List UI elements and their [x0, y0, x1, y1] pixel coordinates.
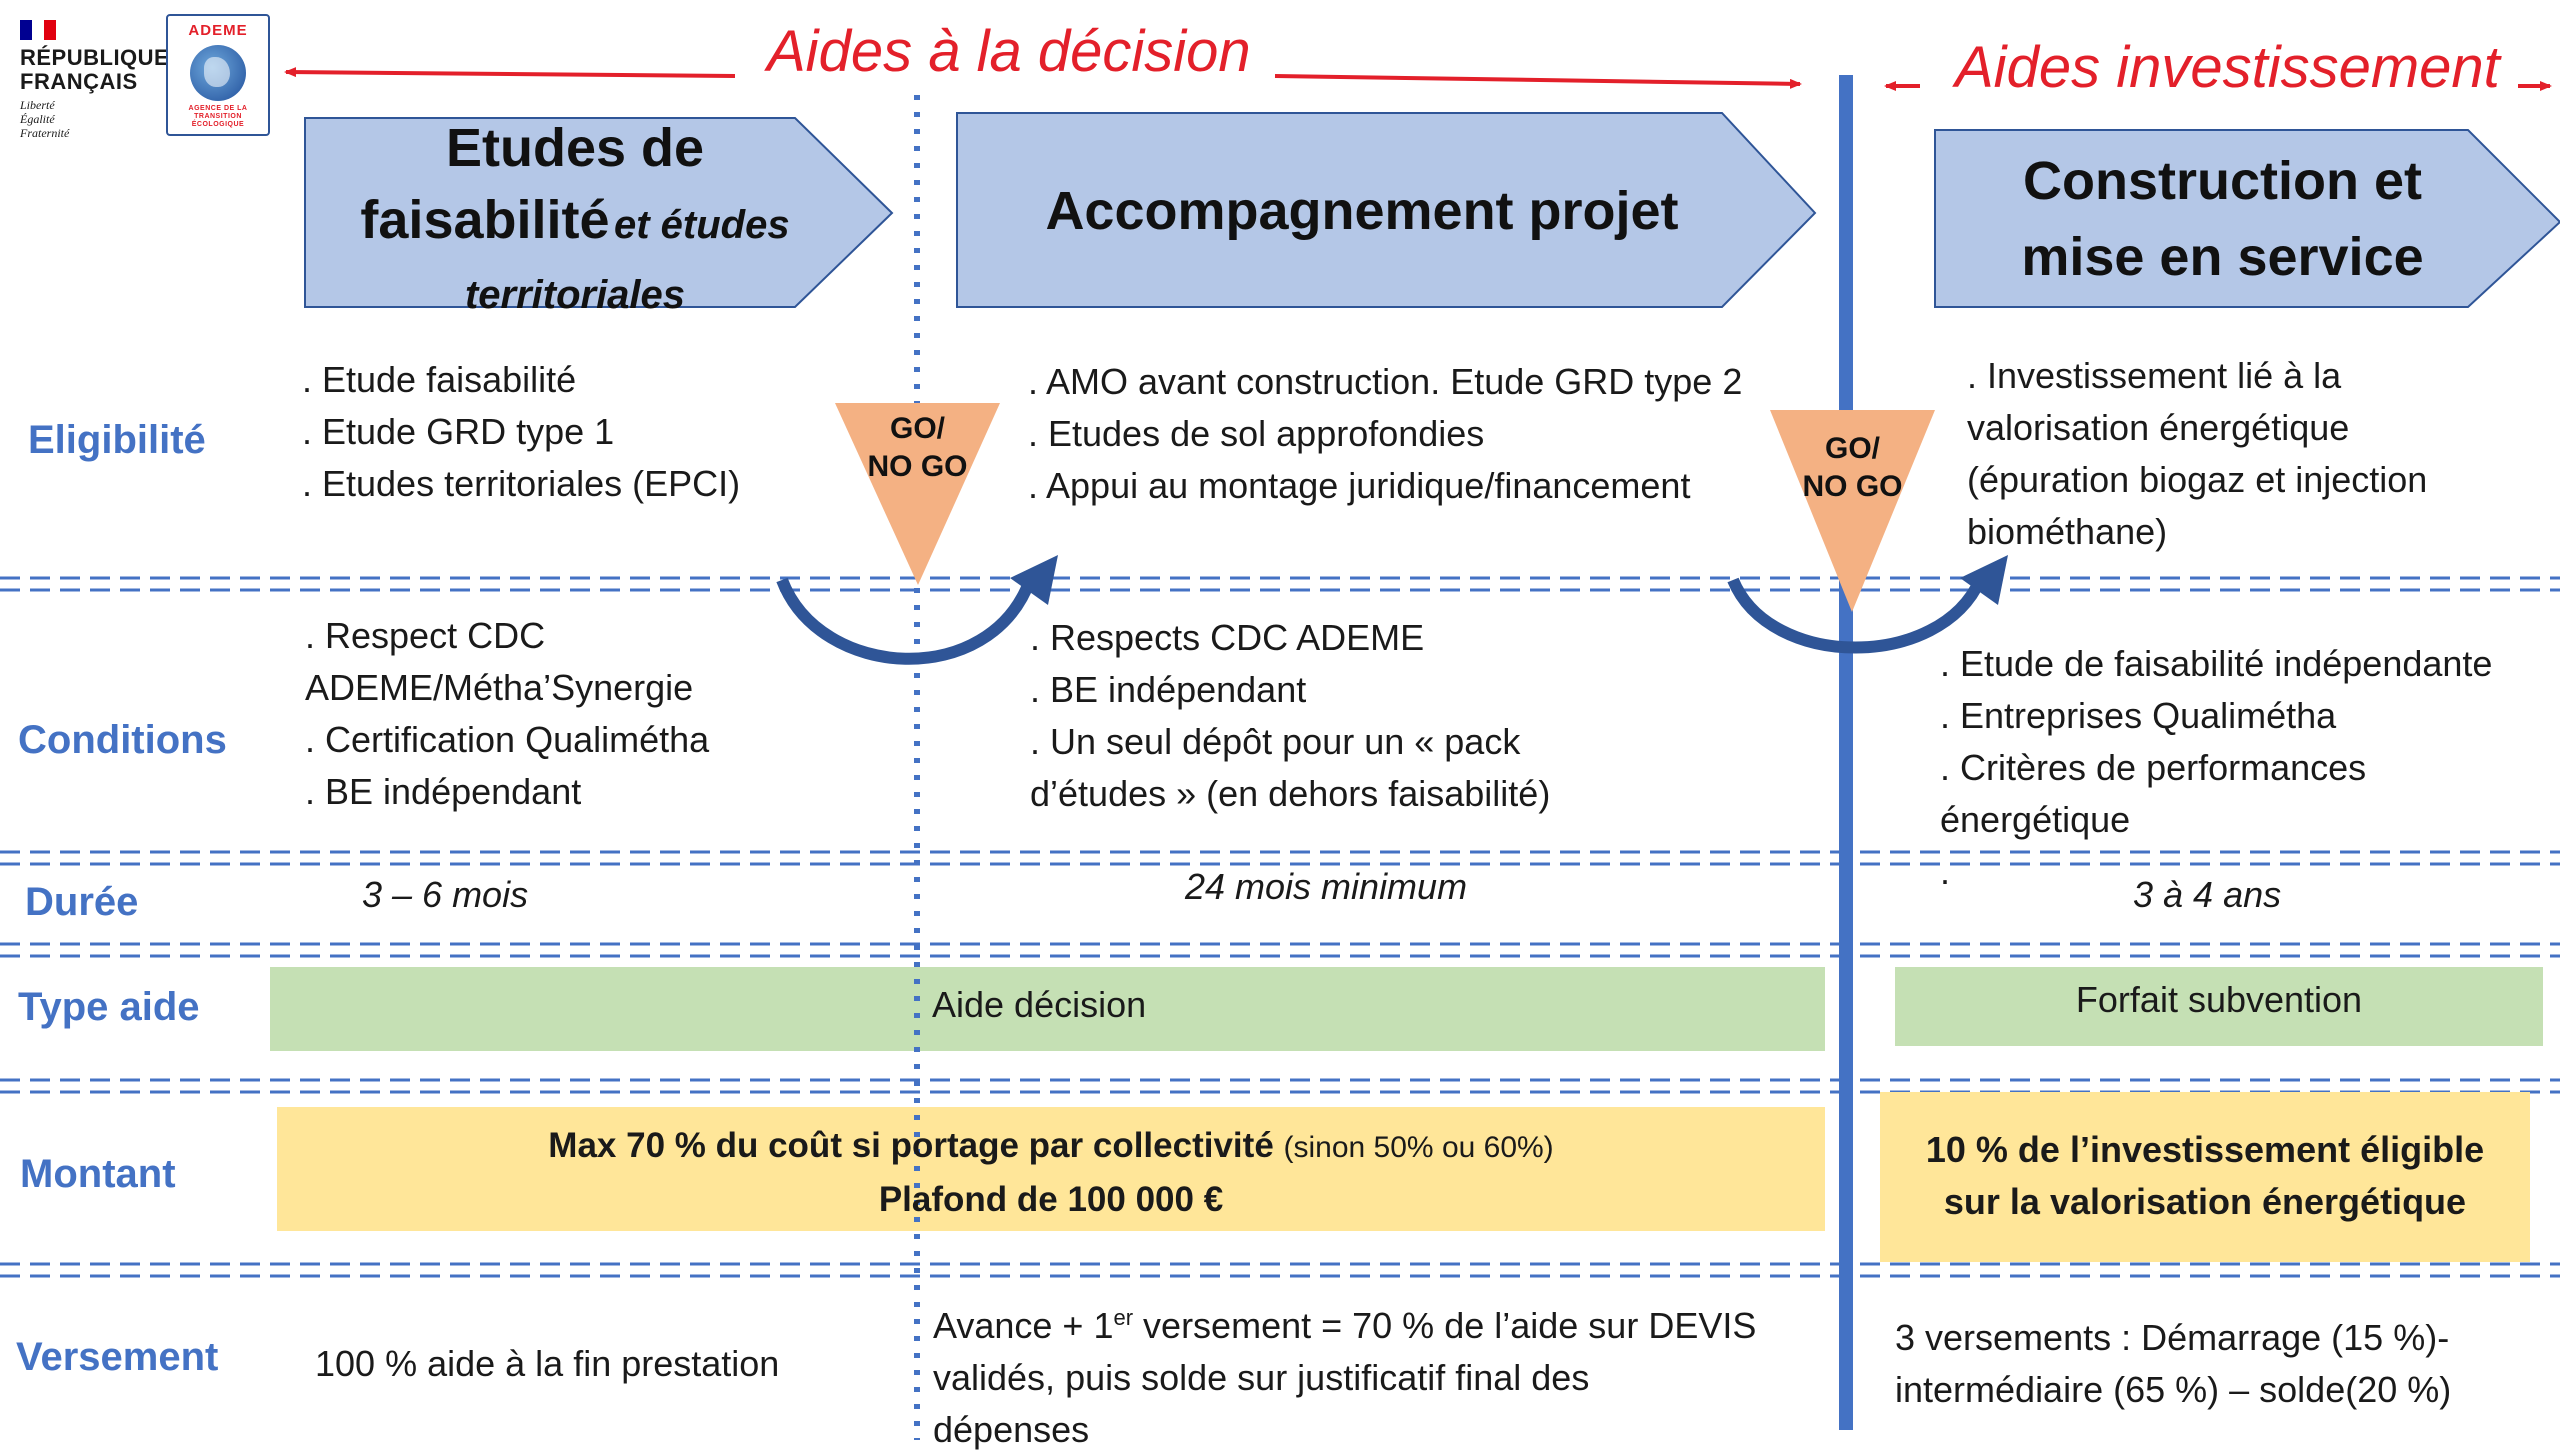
- row-label-type-aide: Type aide: [18, 985, 200, 1029]
- type-aide-decision: Aide décision: [932, 984, 1147, 1025]
- duree-col3: 3 à 4 ans: [2133, 874, 2282, 915]
- rf-title-line2: FRANÇAIS: [20, 69, 138, 94]
- curved-arrow-2: [1727, 577, 1986, 654]
- gonogo-triangle-1: [835, 403, 1000, 585]
- globe-icon: [190, 45, 246, 101]
- french-flag-icon: [20, 20, 56, 40]
- phase-arrow-construction: [1934, 129, 2560, 308]
- row-label-versement: Versement: [16, 1335, 219, 1379]
- conditions-col3: . Etude de faisabilité indépendante . En…: [1940, 643, 2493, 892]
- montant-investment: 10 % de l’investissement éligible sur la…: [1925, 1129, 2485, 1222]
- ademe-logo: ADEME AGENCE DE LA TRANSITION ÉCOLOGIQUE: [166, 14, 270, 136]
- phase-title-etudes: Etudes de faisabilité et études territor…: [360, 118, 790, 317]
- phase-arrow-etudes: [304, 117, 894, 308]
- row-label-eligibilite: Eligibilité: [28, 418, 206, 462]
- ademe-tagline: AGENCE DE LA TRANSITION ÉCOLOGIQUE: [188, 105, 248, 128]
- conditions-col1: . Respect CDC ADEME/Métha’Synergie . Cer…: [305, 615, 710, 812]
- rf-title-line1: RÉPUBLIQUE: [20, 45, 170, 70]
- conditions-col2: . Respects CDC ADEME . BE indépendant . …: [1030, 617, 1551, 814]
- rf-motto: Liberté Égalité Fraternité: [20, 98, 70, 140]
- republique-francaise-logo: RÉPUBLIQUE FRANÇAIS Liberté Égalité Frat…: [20, 20, 170, 140]
- ademe-name: ADEME: [188, 22, 248, 39]
- phase-arrow-accompagnement: [956, 112, 1817, 308]
- eligibilite-col1: . Etude faisabilité . Etude GRD type 1 .…: [302, 359, 741, 504]
- duree-col2: 24 mois minimum: [1185, 866, 1468, 907]
- versement-col1: 100 % aide à la fin prestation: [315, 1343, 780, 1384]
- curved-arrow-1: [776, 577, 1036, 665]
- eligibilite-col2: . AMO avant construction. Etude GRD type…: [1028, 361, 1743, 506]
- title-aides-investissement: Aides investissement: [1955, 35, 2500, 100]
- versement-col2: Avance + 1er versement = 70 % de l’aide …: [933, 1305, 1757, 1450]
- title-aides-decision: Aides à la décision: [767, 19, 1251, 84]
- decision-left-arrow: [284, 67, 736, 78]
- band-forfait-subvention: [1895, 967, 2543, 1046]
- gonogo-triangle-2: [1770, 410, 1935, 612]
- gonogo-label-2: GO/ NO GO: [1802, 432, 1903, 503]
- type-aide-investment: Forfait subvention: [2075, 979, 2363, 1020]
- gonogo-label-1: GO/ NO GO: [867, 412, 968, 483]
- row-label-montant: Montant: [20, 1152, 176, 1196]
- duree-col1: 3 – 6 mois: [362, 874, 529, 915]
- decision-right-arrow: [1274, 74, 1802, 89]
- montant-decision: Max 70 % du coût si portage par collecti…: [548, 1126, 1554, 1219]
- band-aide-decision: [270, 967, 1825, 1051]
- row-label-conditions: Conditions: [18, 718, 227, 762]
- phase-title-construction: Construction et mise en service: [2021, 151, 2424, 287]
- band-montant-decision: [277, 1107, 1825, 1231]
- band-montant-investment: [1880, 1092, 2530, 1262]
- eligibilite-col3: . Investissement lié à la valorisation é…: [1967, 355, 2428, 552]
- phase-title-accompagnement: Accompagnement projet: [1045, 181, 1679, 241]
- versement-col3: 3 versements : Démarrage (15 %)- intermé…: [1895, 1317, 2452, 1410]
- row-label-duree: Durée: [25, 880, 139, 924]
